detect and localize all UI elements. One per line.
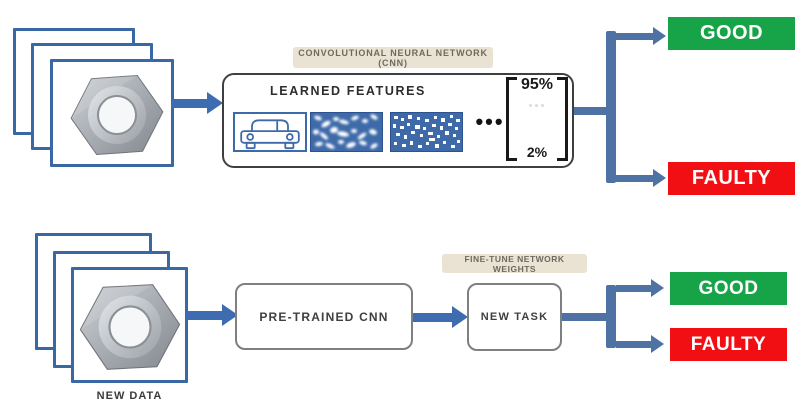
flow-arrow-newdata-to-pretrained xyxy=(186,304,238,326)
flow-arrow-input-to-cnn xyxy=(171,92,223,114)
faint-ellipsis xyxy=(529,104,532,107)
good-box-bottom: GOOD xyxy=(670,272,787,305)
cnn-tag: CONVOLUTIONAL NEURAL NETWORK (CNN) xyxy=(293,47,493,68)
branch-arrow-good-bottom xyxy=(616,278,664,298)
probability-bracket: 95% 2% xyxy=(506,76,568,161)
branch-connector-top xyxy=(574,107,608,115)
branch-arrow-faulty-top xyxy=(616,167,666,189)
feature-tile-car xyxy=(233,112,307,152)
good-box-top: GOOD xyxy=(668,17,795,50)
pretrained-cnn-box: PRE-TRAINED CNN xyxy=(235,283,413,350)
finetune-tag: FINE-TUNE NETWORK WEIGHTS xyxy=(442,254,587,274)
features-title: LEARNED FEATURES xyxy=(270,84,426,98)
branch-bar-top xyxy=(606,31,616,183)
hex-nut-photo xyxy=(79,284,181,370)
feature-tile-blobs xyxy=(310,112,383,152)
branch-arrow-faulty-bottom xyxy=(616,334,664,354)
branch-connector-bottom xyxy=(562,313,608,321)
new-task-box: NEW TASK xyxy=(467,283,562,351)
ellipsis: ••• xyxy=(475,109,505,134)
new-data-label: NEW DATA xyxy=(96,390,163,402)
blurred-blob-texture-icon xyxy=(310,112,383,152)
feature-tile-noise xyxy=(390,112,463,152)
hex-nut-photo xyxy=(70,74,164,156)
faulty-box-bottom: FAULTY xyxy=(670,328,787,361)
branch-bar-bottom xyxy=(606,285,616,348)
probability-low: 2% xyxy=(526,144,548,160)
pixel-noise-texture-icon xyxy=(390,112,463,152)
probability-high: 95% xyxy=(520,76,554,93)
flow-arrow-pretrained-to-newtask xyxy=(413,306,468,328)
branch-arrow-good-top xyxy=(616,25,666,47)
car-outline-icon xyxy=(240,119,300,150)
faulty-box-top: FAULTY xyxy=(668,162,795,195)
